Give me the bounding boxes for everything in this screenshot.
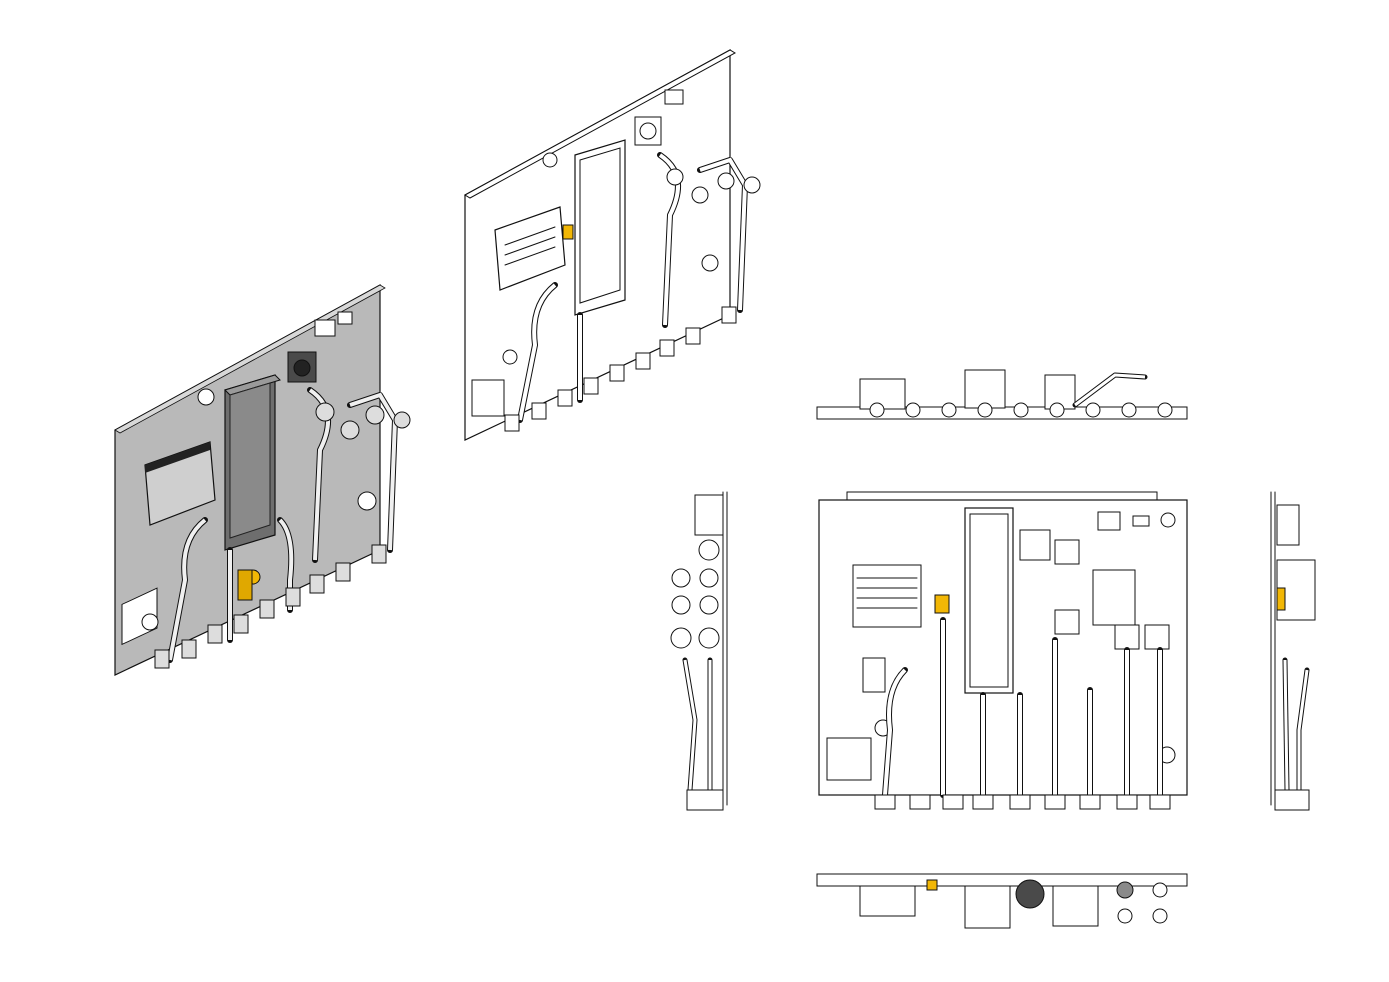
control-box [852,564,922,628]
front-view-drawing [818,491,1188,810]
bottom-connectors [504,306,737,432]
isometric-shaded-drawing [114,283,411,676]
right-side-view [1265,490,1335,815]
bottom-view [815,868,1190,933]
yellow-valve [934,594,950,614]
top-view [815,365,1190,427]
expansion-vessel [1092,569,1136,626]
control-box [494,206,566,291]
pump-face [1015,879,1045,909]
left-side-view [665,490,735,815]
yellow-valve [1276,587,1286,611]
bottom-view-drawing [816,873,1188,929]
label-area [826,737,872,781]
valve-cluster [315,402,411,440]
isometric-shaded-view [110,280,420,685]
bottom-connectors [874,794,1171,810]
valve-cluster [1019,529,1170,650]
top-connectors [869,402,1173,418]
label-area [121,587,158,646]
yellow-valve [926,879,938,891]
front-view [815,490,1190,815]
yellow-valve [562,224,574,240]
right-side-drawing [1270,491,1316,811]
isometric-line-view [460,45,770,445]
isometric-line-drawing [463,48,761,441]
bottom-view-connectors [1117,882,1168,924]
vertical-pipes [882,617,1163,798]
top-view-drawing [816,369,1188,420]
bottom-connectors [154,544,387,669]
left-side-drawing [670,491,728,811]
